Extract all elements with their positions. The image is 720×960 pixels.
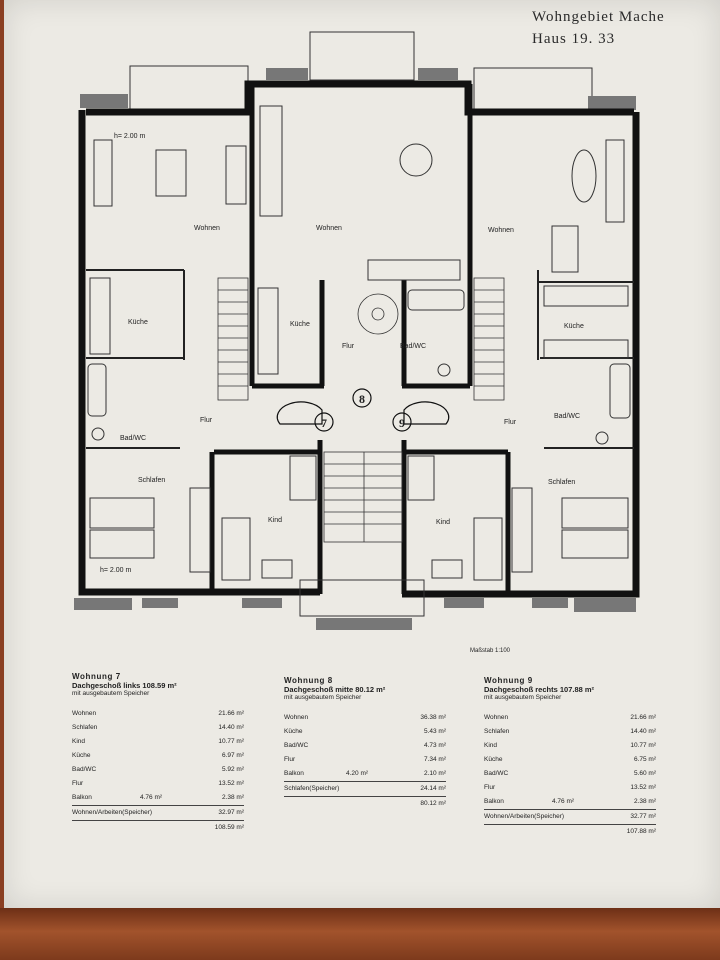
room-label-w8-flur: Flur	[342, 343, 355, 350]
room-label-w7-schlafen: Schlafen	[138, 477, 165, 484]
balcony-top-left	[129, 65, 249, 113]
apartment-8-title: Wohnung 8	[284, 676, 333, 685]
room-label-w7-flur: Flur	[200, 417, 213, 424]
apartment-9-total: 107.88 m²	[484, 824, 656, 839]
wall-left	[78, 110, 320, 596]
room-label-w9-wohnen: Wohnen	[488, 227, 514, 234]
apartment-9-subtitle: Dachgeschoß rechts 107.88 m²	[484, 685, 595, 694]
room-label-w7-kueche: Küche	[128, 319, 148, 326]
table-row: Wohnen/Arbeiten(Speicher)32.77 m²	[484, 809, 656, 824]
room-label-w8-bad: Bad/WC	[400, 343, 426, 350]
apartment-7-total: 108.59 m²	[72, 820, 244, 835]
balcony-top-middle	[309, 31, 415, 81]
room-label-w9-bad: Bad/WC	[554, 413, 580, 420]
apartment-8-table: Wohnung 8 Dachgeschoß mitte 80.12 m² mit…	[284, 676, 446, 811]
floor-plan: Wohnen Wohnen Wohnen Küche Küche Küche F…	[74, 31, 640, 630]
room-label-w7-kind: Kind	[268, 517, 282, 524]
apartment-7-table: Wohnung 7 Dachgeschoß links 108.59 m² mi…	[72, 672, 244, 835]
room-label-w7-bad: Bad/WC	[120, 435, 146, 442]
header-line-1: Wohngebiet Mache	[532, 9, 665, 25]
apartment-9-title: Wohnung 9	[484, 676, 533, 685]
apartment-7-note: mit ausgebautem Speicher	[72, 690, 150, 697]
apartment-number-9: 9	[399, 416, 405, 430]
table-row: Wohnen/Arbeiten(Speicher)32.97 m²	[72, 805, 244, 820]
height-note-bottom: h= 2.00 m	[100, 567, 131, 574]
scale-label: Maßstab 1:100	[470, 648, 511, 654]
room-label-w8-wohnen: Wohnen	[316, 225, 342, 232]
document-header: Wohngebiet Mache Haus 19. 33	[532, 6, 665, 50]
header-line-2: Haus 19. 33	[532, 31, 616, 47]
apartment-9-table: Wohnung 9 Dachgeschoß rechts 107.88 m² m…	[484, 676, 656, 839]
room-label-w9-schlafen: Schlafen	[548, 479, 575, 486]
room-label-w8-kueche: Küche	[290, 321, 310, 328]
apartment-8-note: mit ausgebautem Speicher	[284, 694, 362, 701]
apartment-8-total: 80.12 m²	[284, 796, 446, 811]
apartment-9-note: mit ausgebautem Speicher	[484, 694, 562, 701]
apartment-7-title: Wohnung 7	[72, 672, 121, 681]
room-label-w9-flur: Flur	[504, 419, 517, 426]
paper-sheet: Wohngebiet Mache Haus 19. 33	[4, 0, 720, 908]
height-note-top: h= 2.00 m	[114, 133, 145, 140]
room-label-w9-kind: Kind	[436, 519, 450, 526]
apartment-8-subtitle: Dachgeschoß mitte 80.12 m²	[284, 685, 386, 694]
room-label-w9-kueche: Küche	[564, 323, 584, 330]
wall-top	[86, 80, 634, 116]
wall-right	[402, 112, 640, 598]
apartment-number-8: 8	[359, 392, 365, 406]
balcony-top-right	[473, 67, 593, 115]
apartment-number-7: 7	[321, 416, 327, 430]
table-row: Schlafen(Speicher)24.14 m²	[284, 781, 446, 796]
room-label-w7-wohnen: Wohnen	[194, 225, 220, 232]
apartment-7-subtitle: Dachgeschoß links 108.59 m²	[72, 681, 177, 690]
wooden-table-surface	[0, 908, 720, 960]
